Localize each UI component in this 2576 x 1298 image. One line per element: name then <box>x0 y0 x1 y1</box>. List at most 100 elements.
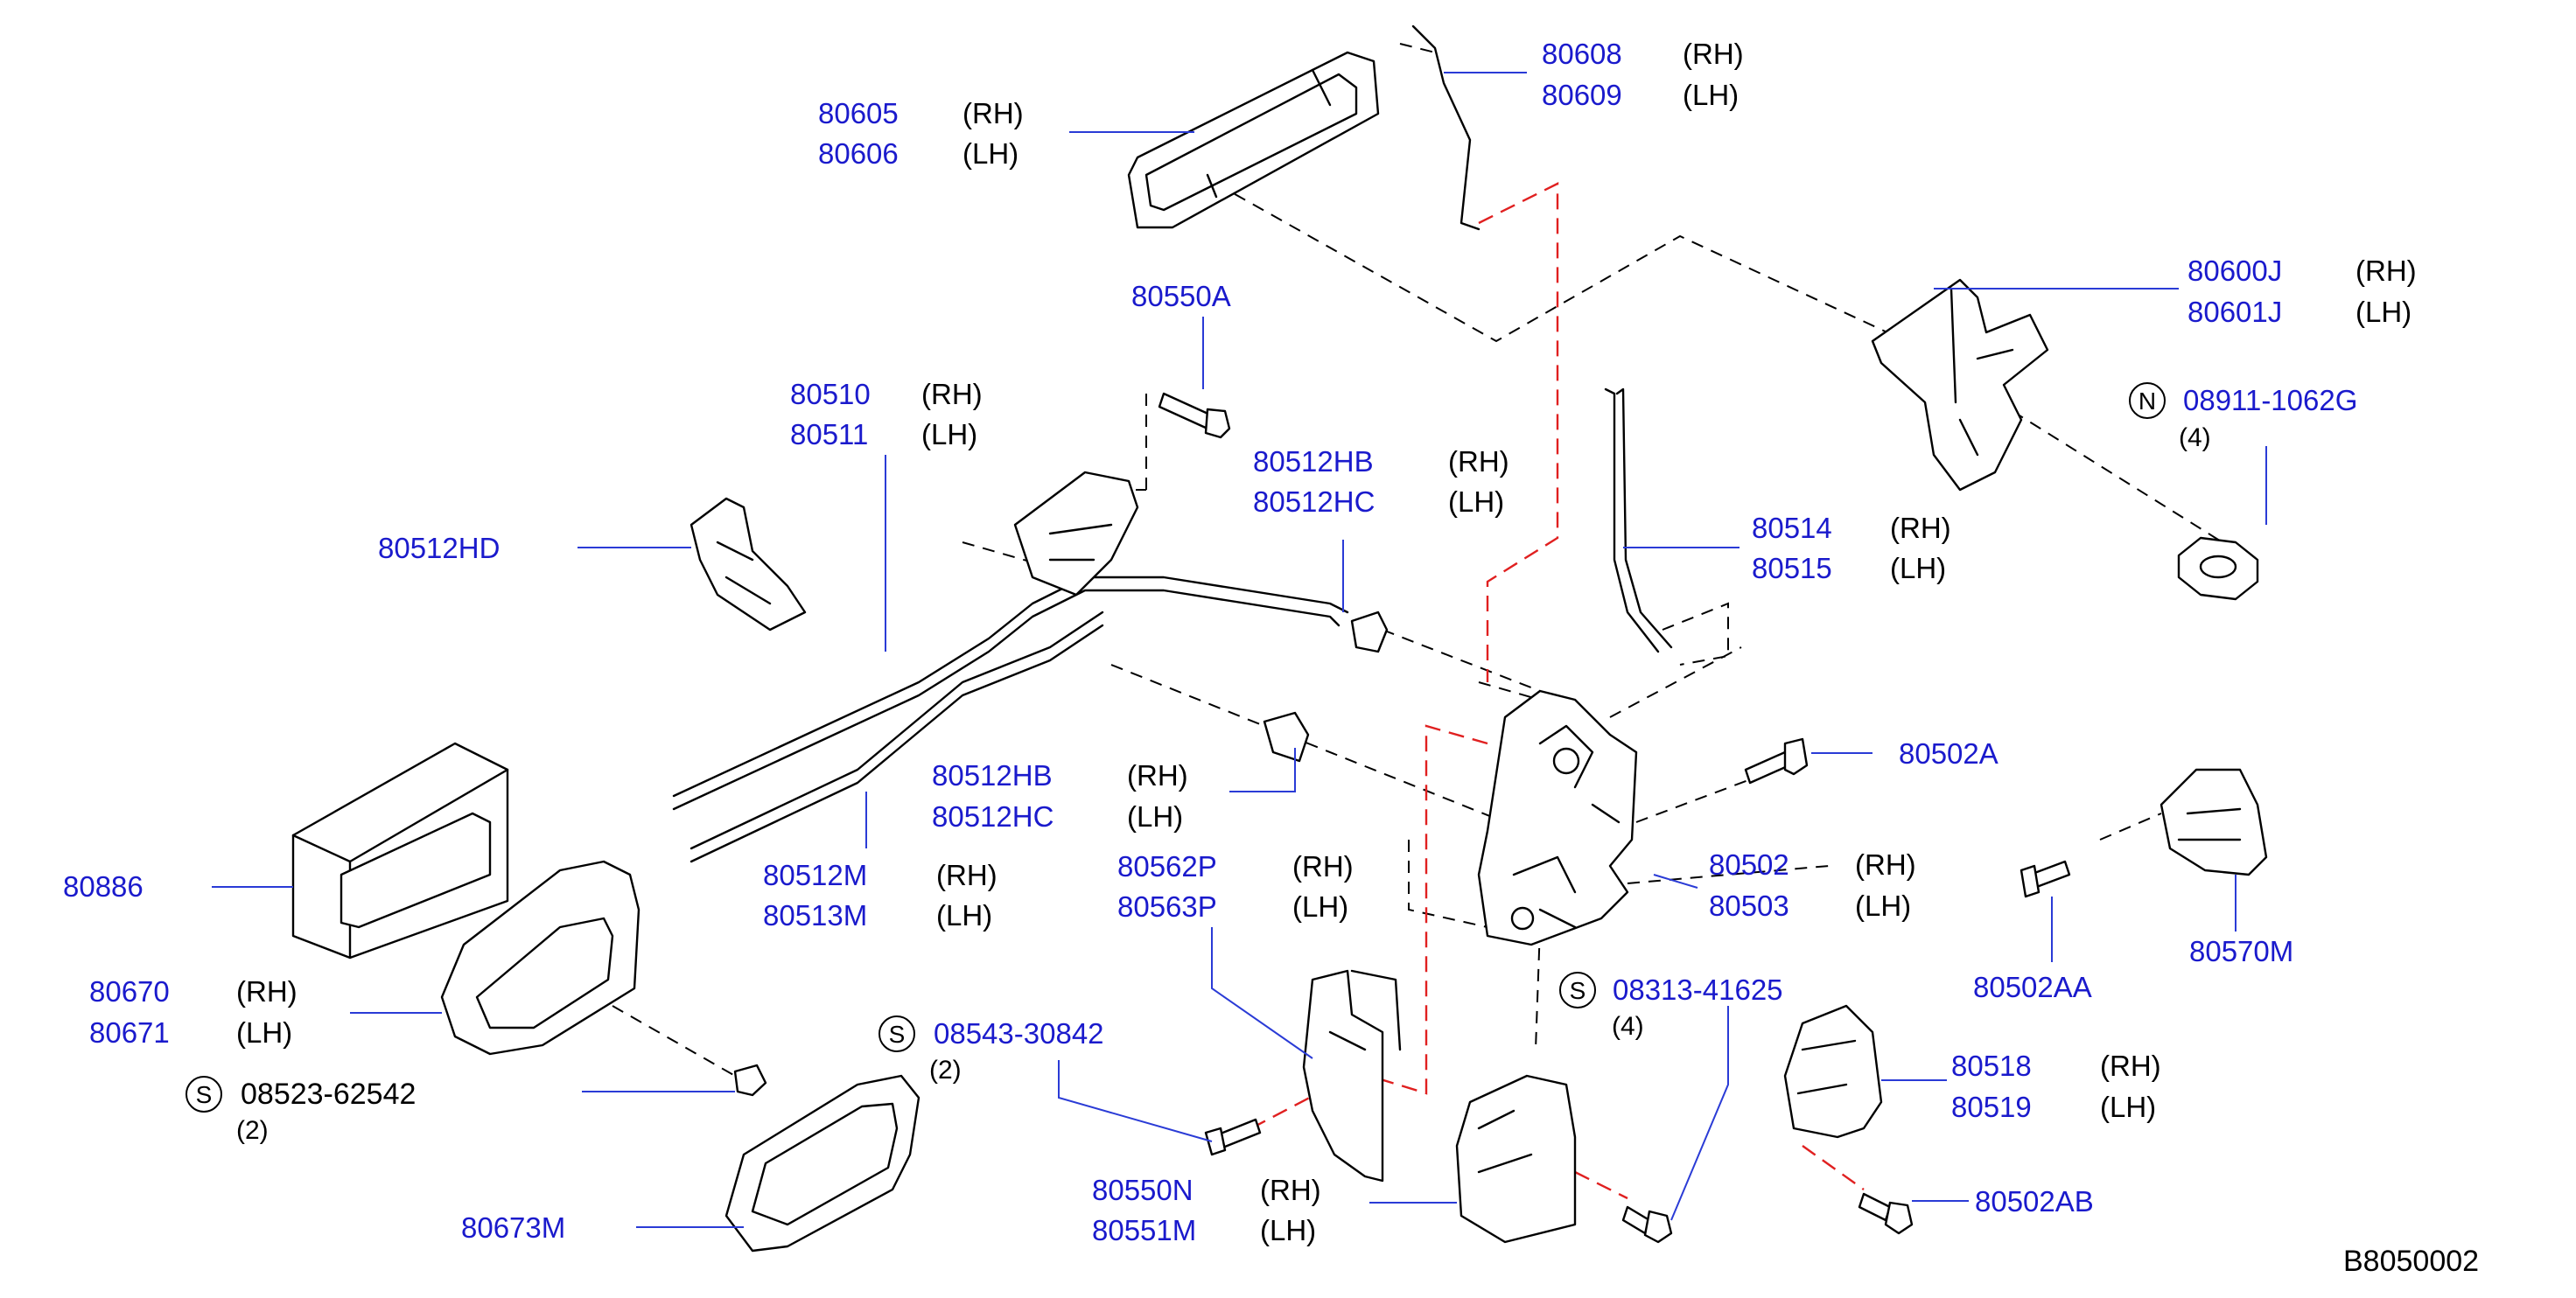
part-number-80671[interactable]: 80671 <box>89 1016 170 1049</box>
side-lh: (LH) <box>1855 890 1911 922</box>
part-number-80570m[interactable]: 80570M <box>2189 935 2293 967</box>
part-number-80515[interactable]: 80515 <box>1752 552 1832 584</box>
part-number-80550n[interactable]: 80550N <box>1092 1174 1194 1206</box>
side-rh: (RH) <box>1890 512 1951 544</box>
striker-80570m-part <box>2160 768 2268 876</box>
protector-80562p-part <box>1302 969 1402 1183</box>
part-number-08313-41625[interactable]: 08313-41625 <box>1613 974 1783 1006</box>
part-number-80510[interactable]: 80510 <box>790 378 871 410</box>
leader-lines <box>212 72 2267 1228</box>
side-lh: (LH) <box>1448 485 1504 518</box>
symbol-circle-s <box>878 1015 915 1052</box>
part-number-80502[interactable]: 80502 <box>1709 848 1789 881</box>
part-number-80606[interactable]: 80606 <box>818 137 899 170</box>
screw-08523-part <box>733 1064 767 1097</box>
door-lock-assembly-part <box>1477 689 1638 946</box>
symbol-circle-s <box>1559 972 1596 1008</box>
screw-80502a-part <box>1744 737 1809 785</box>
side-lh: (LH) <box>962 137 1018 170</box>
handle-bracket-part <box>1871 278 2049 492</box>
part-number-80670[interactable]: 80670 <box>89 975 170 1008</box>
part-number-80512hc[interactable]: 80512HC <box>932 800 1054 833</box>
part-number-80519[interactable]: 80519 <box>1951 1091 2032 1123</box>
part-number-80502a[interactable]: 80502A <box>1899 737 1998 770</box>
part-number-80502aa[interactable]: 80502AA <box>1973 971 2092 1003</box>
side-rh: (RH) <box>2356 255 2417 287</box>
part-labels: 80605 (RH) 80606 (LH) 80608 (RH) 80609 (… <box>63 38 2479 1278</box>
part-number-80518[interactable]: 80518 <box>1951 1050 2032 1082</box>
symbol-n: N <box>2138 387 2156 415</box>
part-number-80551m[interactable]: 80551M <box>1092 1214 1196 1246</box>
side-lh: (LH) <box>2100 1091 2156 1123</box>
symbol-s: S <box>196 1081 213 1108</box>
part-number-80605[interactable]: 80605 <box>818 97 899 129</box>
side-rh: (RH) <box>962 97 1024 129</box>
symbol-circle-n <box>2129 382 2166 419</box>
bolt-80502ab-part <box>1858 1192 1914 1235</box>
bracket-80518-part <box>1783 1004 1883 1139</box>
part-number-80562p[interactable]: 80562P <box>1117 850 1217 883</box>
clip-80512hb-lower <box>1263 711 1310 763</box>
side-rh: (RH) <box>1292 850 1354 883</box>
clip-80512hd-part <box>690 497 807 632</box>
part-number-80673m[interactable]: 80673M <box>461 1211 565 1244</box>
inside-rod-part <box>672 471 1349 863</box>
side-rh: (RH) <box>1260 1174 1321 1206</box>
part-number-80513m[interactable]: 80513M <box>763 899 867 932</box>
side-lh: (LH) <box>1127 800 1183 833</box>
clip-80512hb-upper <box>1350 611 1389 653</box>
handle-rod-part <box>1411 24 1480 231</box>
part-number-08543-30842[interactable]: 08543-30842 <box>934 1017 1104 1050</box>
side-rh: (RH) <box>1448 445 1509 478</box>
quantity-label: (2) <box>929 1056 962 1085</box>
part-number-80503[interactable]: 80503 <box>1709 890 1789 922</box>
side-rh: (RH) <box>236 975 298 1008</box>
side-lh: (LH) <box>936 899 992 932</box>
diagram-reference-code: B8050002 <box>2343 1245 2479 1278</box>
side-rh: (RH) <box>921 378 983 410</box>
part-number-80608[interactable]: 80608 <box>1542 38 1622 70</box>
screw-08543-part <box>1204 1118 1262 1156</box>
part-number-80609[interactable]: 80609 <box>1542 79 1622 111</box>
side-lh: (LH) <box>1260 1214 1316 1246</box>
symbol-circle-s <box>186 1076 222 1113</box>
part-number-80600j[interactable]: 80600J <box>2188 255 2282 287</box>
pad-80886-part <box>291 742 509 960</box>
part-number-80563p[interactable]: 80563P <box>1117 890 1217 923</box>
assembly-dashed-lines <box>612 43 2223 1077</box>
part-number-80514[interactable]: 80514 <box>1752 512 1832 544</box>
part-number-08911-1062g[interactable]: 08911-1062G <box>2183 384 2357 416</box>
part-number-80502ab[interactable]: 80502AB <box>1975 1185 2094 1218</box>
side-lh: (LH) <box>1890 552 1946 584</box>
part-number-80601j[interactable]: 80601J <box>2188 296 2282 328</box>
symbol-s: S <box>889 1021 906 1048</box>
part-number-80550a[interactable]: 80550A <box>1131 280 1231 312</box>
part-number-80512hd[interactable]: 80512HD <box>378 532 500 564</box>
quantity-label: (2) <box>236 1116 269 1145</box>
part-number-80512hb[interactable]: 80512HB <box>1253 445 1374 478</box>
nut-part <box>2177 536 2259 601</box>
lock-rod-part <box>1604 387 1673 653</box>
quantity-label: (4) <box>2179 423 2211 452</box>
side-rh: (RH) <box>1683 38 1744 70</box>
side-rh: (RH) <box>2100 1050 2161 1082</box>
part-number-80886[interactable]: 80886 <box>63 870 144 903</box>
side-lh: (LH) <box>2356 296 2412 328</box>
part-number-80512hc[interactable]: 80512HC <box>1253 485 1375 518</box>
part-number-08523-62542[interactable]: 08523-62542 <box>241 1078 416 1111</box>
part-number-80511[interactable]: 80511 <box>790 418 868 450</box>
symbol-s: S <box>1570 977 1586 1004</box>
side-rh: (RH) <box>1127 759 1188 792</box>
screw-80502aa-part <box>2020 860 2071 898</box>
side-lh: (LH) <box>236 1016 292 1049</box>
side-lh: (LH) <box>1292 890 1348 923</box>
side-lh: (LH) <box>921 418 977 450</box>
part-number-80512hb[interactable]: 80512HB <box>932 759 1053 792</box>
outside-handle-part <box>1127 51 1380 229</box>
bolt-80550a-part <box>1158 392 1231 439</box>
side-rh: (RH) <box>1855 848 1916 881</box>
quantity-label: (4) <box>1612 1012 1644 1041</box>
part-number-80512m[interactable]: 80512M <box>763 859 867 891</box>
side-rh: (RH) <box>936 859 998 891</box>
